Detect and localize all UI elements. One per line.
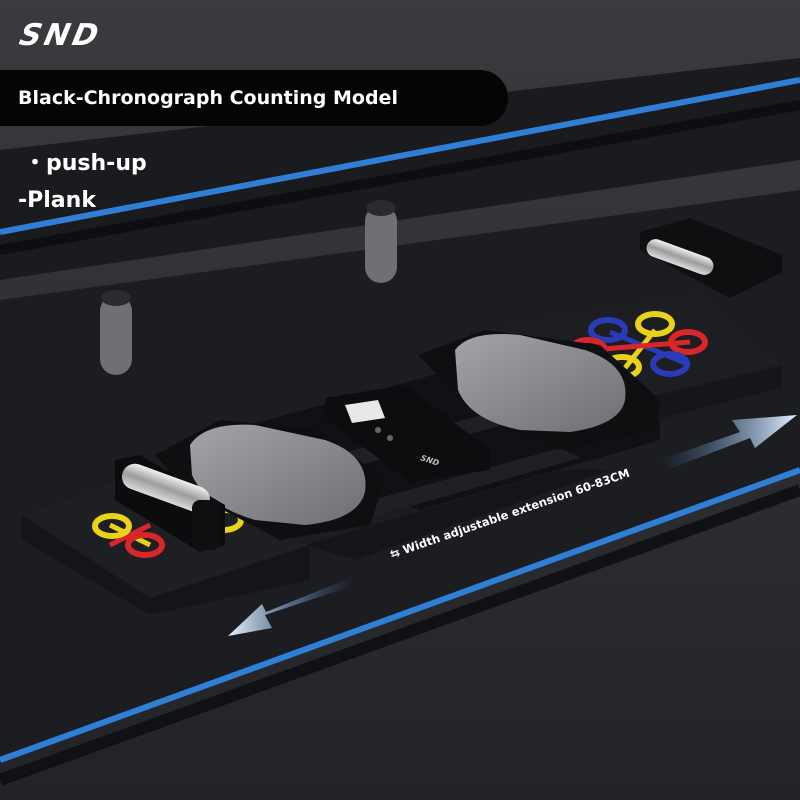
left-pad — [155, 420, 385, 540]
extension-arrow-left — [228, 578, 355, 636]
feature-plank: -Plank — [18, 188, 96, 213]
front-push-up-grip — [115, 455, 225, 552]
right-handle-bracket — [640, 218, 782, 298]
title-banner: Black-Chronograph Counting Model — [0, 70, 508, 126]
feature-label: Plank — [27, 188, 96, 213]
upper-mat-shadow — [0, 100, 800, 255]
left-board — [22, 480, 310, 615]
upper-mat — [0, 58, 800, 280]
feature-label: push-up — [46, 151, 147, 176]
brand-logo: SND — [16, 18, 105, 53]
counter-device: SND — [325, 385, 490, 482]
upper-mat-blue-edge — [0, 77, 800, 235]
counter-display — [345, 400, 385, 423]
feature-push-up: ・push-up — [24, 145, 147, 177]
main-mat-shadow — [0, 484, 800, 786]
right-pad — [418, 330, 660, 450]
main-mat-blue-edge — [0, 467, 800, 763]
feature-bullet: ・ — [24, 151, 47, 176]
extension-arrow-right — [660, 415, 797, 468]
banner-title: Black-Chronograph Counting Model — [18, 87, 398, 109]
feature-bullet: - — [18, 188, 28, 213]
